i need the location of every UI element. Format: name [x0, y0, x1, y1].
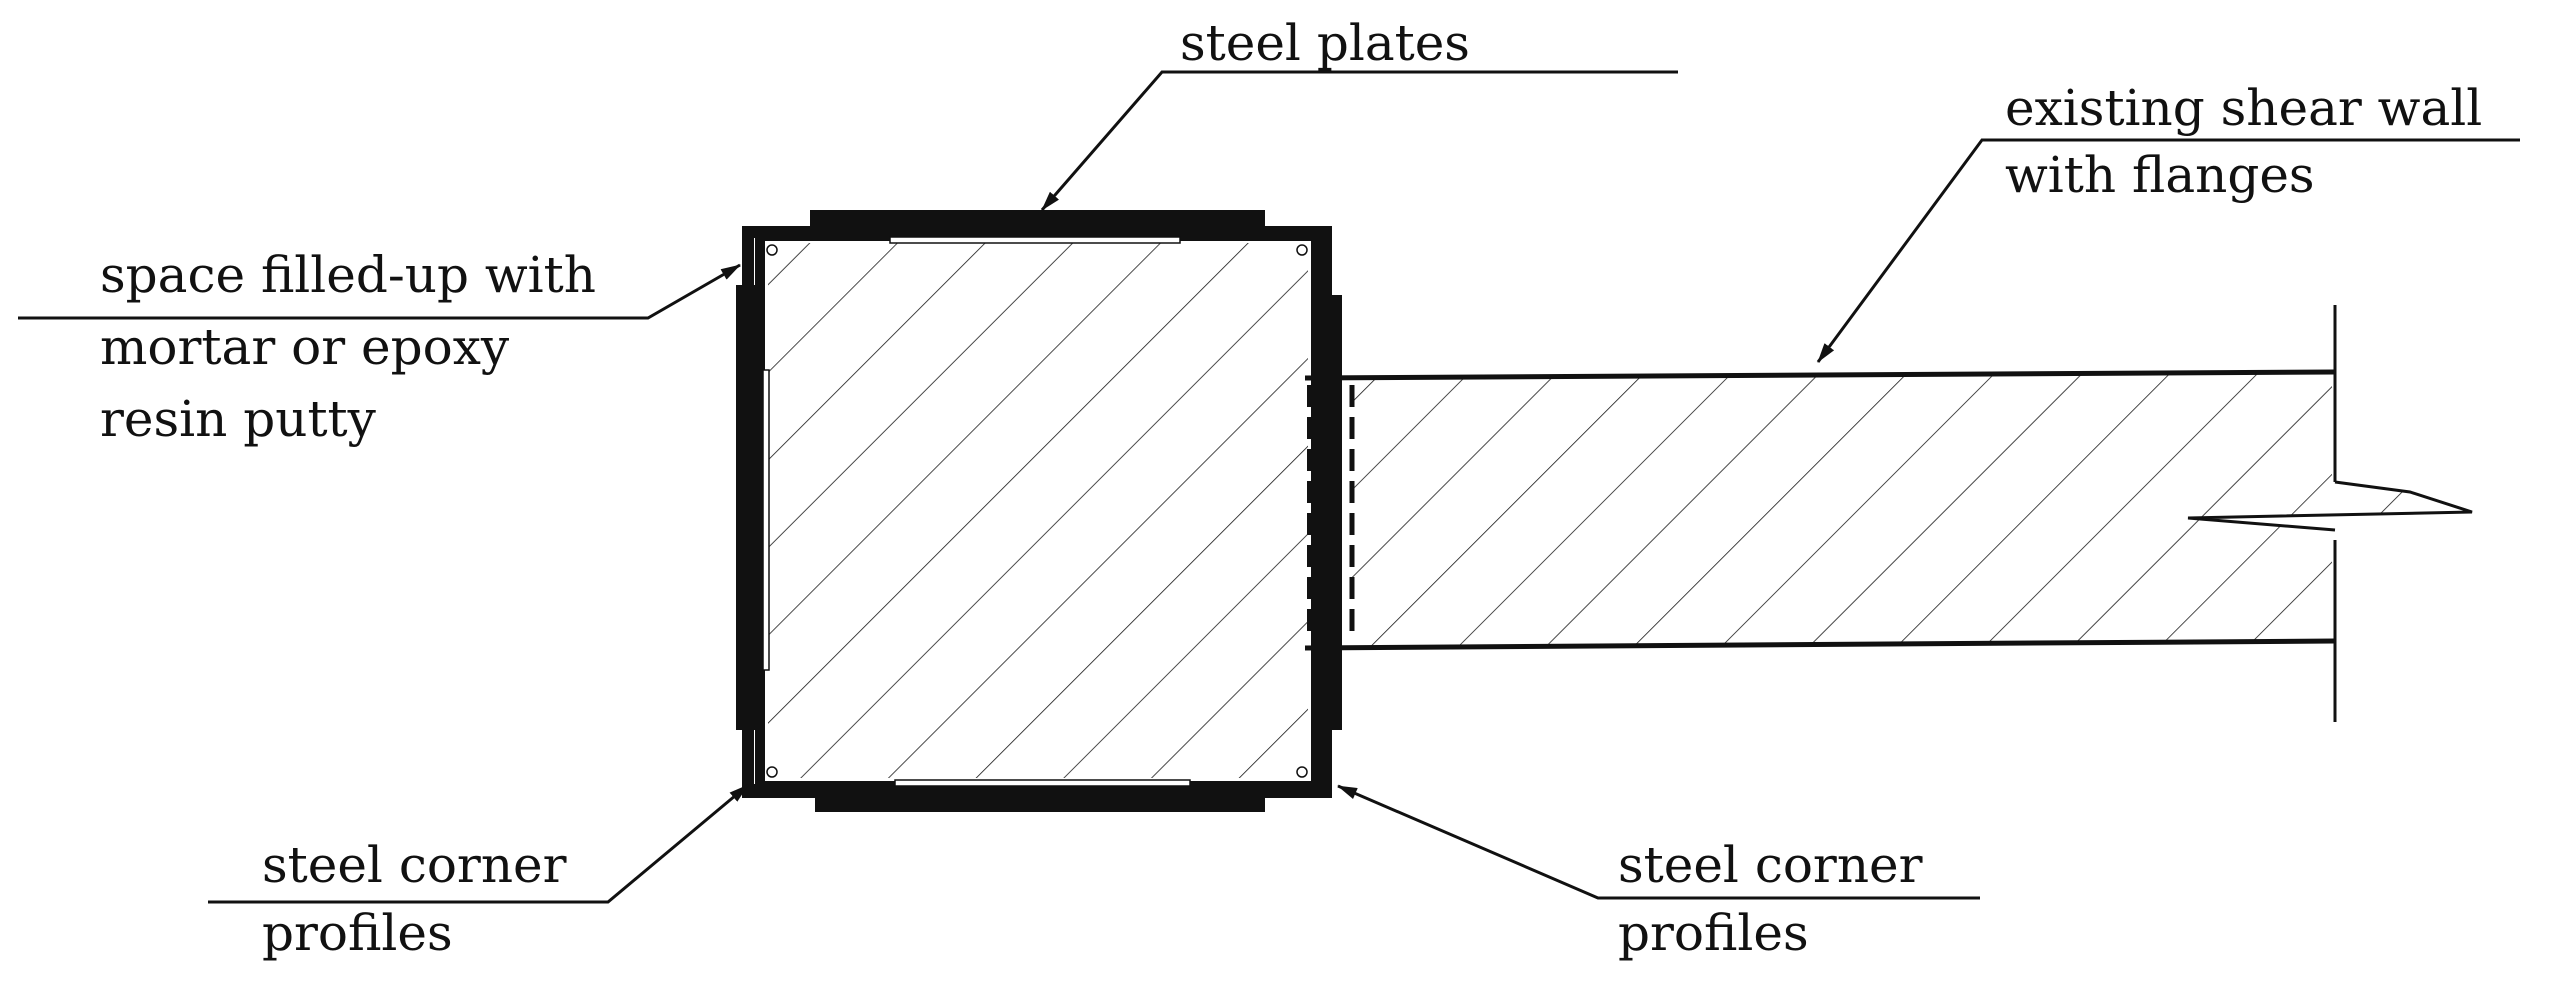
wall-bottom-edge	[1304, 638, 2336, 651]
label-corner-right-2: profiles	[1618, 904, 1809, 962]
steel-plate-bottom-gap	[894, 779, 1191, 787]
label-steel-plates: steel plates	[1180, 14, 1470, 72]
label-space-2: mortar or epoxy	[100, 318, 510, 376]
leader-corner-left	[208, 783, 749, 904]
corner-detail-bl	[766, 766, 778, 778]
corner-profile-tr	[1262, 226, 1332, 300]
steel-plate-right	[1318, 295, 1342, 730]
wall-hatch	[1352, 372, 2462, 648]
leader-steel-plates	[1040, 70, 1678, 211]
label-existing-wall-2: with flanges	[2005, 146, 2315, 204]
label-corner-left-1: steel corner	[262, 836, 567, 894]
label-corner-right-1: steel corner	[1618, 836, 1923, 894]
leaders	[18, 70, 2520, 904]
steel-plate-left-gap	[762, 369, 770, 671]
existing-shear-wall	[1304, 305, 2473, 722]
break-symbol	[2187, 480, 2473, 532]
steel-plate-left	[736, 285, 760, 730]
steel-plate-top	[810, 210, 1265, 234]
corner-detail-br	[1296, 766, 1308, 778]
corner-detail-tl	[766, 244, 778, 256]
steel-plate-bottom	[815, 788, 1265, 812]
leader-space-filled	[18, 263, 741, 320]
column-core-hatch	[768, 243, 1308, 778]
label-existing-wall-1: existing shear wall	[2005, 79, 2482, 137]
leader-corner-right	[1337, 784, 1980, 900]
label-space-1: space filled-up with	[100, 246, 596, 304]
corner-detail-tr	[1296, 244, 1308, 256]
label-corner-left-2: profiles	[262, 904, 453, 962]
column-section	[736, 210, 1342, 812]
labels: steel plates existing shear wall with fl…	[100, 14, 2482, 962]
corner-profile-tl	[742, 226, 815, 300]
wall-top-edge	[1304, 369, 2336, 381]
label-space-3: resin putty	[100, 390, 377, 448]
corner-profile-bl	[742, 722, 815, 798]
leader-existing-wall	[1816, 138, 2520, 363]
corner-profile-br	[1262, 722, 1332, 798]
steel-plate-top-gap	[889, 236, 1181, 244]
